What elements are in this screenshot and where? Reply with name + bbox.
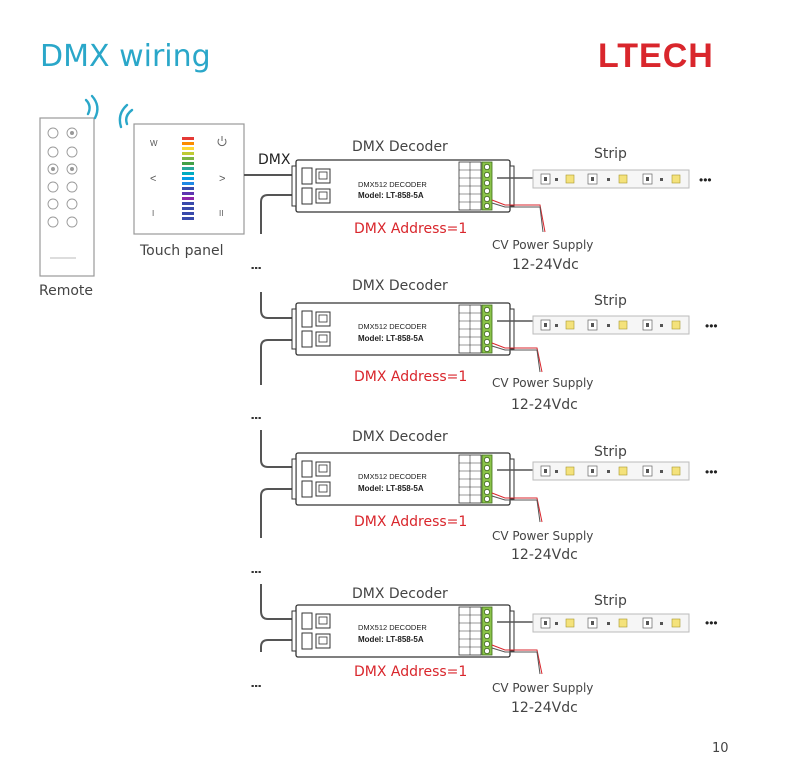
- power-supply-label: CV Power Supply: [492, 376, 593, 390]
- strip-more-dots: •••: [705, 465, 718, 479]
- decoder-header: DMX Decoder: [352, 278, 448, 294]
- power-supply-label: CV Power Supply: [492, 681, 593, 695]
- decoder-unit-4: DMX Decoder DMX512 DECODER Model: LT-858…: [291, 586, 718, 716]
- decoder-address: DMX Address=1: [354, 514, 467, 530]
- dmx-label: DMX: [258, 152, 291, 168]
- decoder-address: DMX Address=1: [354, 664, 467, 680]
- decoder-header: DMX Decoder: [352, 429, 448, 445]
- panel-off-label: I: [152, 209, 154, 218]
- decoder-header: DMX Decoder: [352, 586, 448, 602]
- page-number: 10: [712, 741, 729, 756]
- power-supply-label: CV Power Supply: [492, 529, 593, 543]
- decoder-line1: DMX512 DECODER: [358, 322, 427, 331]
- strip-label: Strip: [594, 293, 627, 309]
- led-strip: [532, 169, 690, 189]
- power-supply-voltage: 12-24Vdc: [511, 700, 578, 716]
- daisy-chain-wire-1: [260, 194, 297, 234]
- daisy-chain-wire-6: [260, 584, 297, 620]
- panel-w-label: W: [150, 139, 158, 148]
- power-supply-voltage: 12-24Vdc: [512, 257, 579, 273]
- power-wire: [491, 492, 543, 523]
- power-supply-voltage: 12-24Vdc: [511, 547, 578, 563]
- power-icon: [217, 136, 227, 147]
- svg-text:⋮: ⋮: [249, 680, 263, 692]
- remote-label: Remote: [39, 283, 93, 299]
- panel-right-arrow: >: [219, 173, 225, 185]
- daisy-chain-wire-5: [260, 488, 297, 538]
- led-strip: [532, 613, 690, 633]
- daisy-chain-wire-2: [260, 292, 297, 319]
- daisy-chain-wire-4: [260, 430, 297, 468]
- brand-logo: LTECH: [598, 37, 714, 75]
- led-strip: [532, 461, 690, 481]
- decoder-line1: DMX512 DECODER: [358, 623, 427, 632]
- decoder-line1: DMX512 DECODER: [358, 180, 427, 189]
- page-title: DMX wiring: [40, 39, 211, 74]
- decoder-model: Model: LT-858-5A: [358, 635, 424, 644]
- decoder-address: DMX Address=1: [354, 369, 467, 385]
- wireless-signal-icon: [84, 94, 134, 129]
- strip-more-dots: •••: [705, 616, 718, 630]
- power-wire: [491, 644, 543, 675]
- decoder-model: Model: LT-858-5A: [358, 334, 424, 343]
- power-wire: [491, 342, 543, 373]
- daisy-chain-wire-3: [260, 339, 297, 385]
- decoder-unit-3: DMX Decoder DMX512 DECODER Model: LT-858…: [291, 429, 718, 563]
- strip-label: Strip: [594, 146, 627, 162]
- decoder-line1: DMX512 DECODER: [358, 472, 427, 481]
- svg-text:⋮: ⋮: [249, 412, 263, 424]
- strip-more-dots: •••: [705, 319, 718, 333]
- decoder-model: Model: LT-858-5A: [358, 191, 424, 200]
- decoder-header: DMX Decoder: [352, 139, 448, 155]
- decoder-address: DMX Address=1: [354, 221, 467, 237]
- decoder-model: Model: LT-858-5A: [358, 484, 424, 493]
- led-strip: [532, 315, 690, 335]
- remote-control: [39, 117, 95, 277]
- power-supply-label: CV Power Supply: [492, 238, 593, 252]
- daisy-chain-wire-7: [260, 639, 297, 652]
- touch-panel: W < > I II: [133, 123, 245, 235]
- panel-left-arrow: <: [150, 173, 156, 185]
- power-supply-voltage: 12-24Vdc: [511, 397, 578, 413]
- power-wire: [491, 199, 546, 233]
- svg-text:⋮: ⋮: [249, 566, 263, 578]
- decoder-unit-2: DMX Decoder DMX512 DECODER Model: LT-858…: [291, 278, 718, 413]
- touch-panel-label: Touch panel: [139, 243, 223, 259]
- strip-label: Strip: [594, 593, 627, 609]
- panel-on-label: II: [219, 209, 223, 218]
- decoder-unit-1: DMX Decoder DMX512 DECODER Model: LT-858…: [291, 139, 712, 273]
- strip-label: Strip: [594, 444, 627, 460]
- svg-text:⋮: ⋮: [249, 262, 263, 274]
- strip-more-dots: •••: [699, 173, 712, 187]
